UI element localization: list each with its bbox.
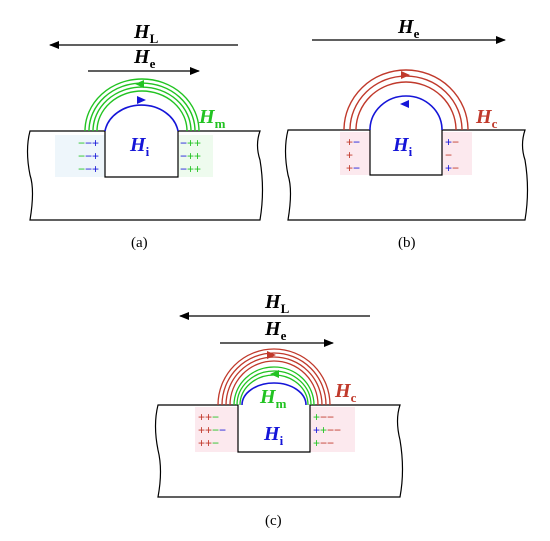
hi-label-b: Hi [392, 134, 413, 159]
panel-b: He Hc Hi +− + +− +− − +− (b) [284, 16, 529, 251]
tint-left-a [55, 135, 105, 177]
svg-text:+−: +− [346, 135, 360, 149]
sample-outline-b [284, 129, 529, 221]
svg-text:+−: +− [346, 161, 360, 175]
svg-text:−++: −++ [180, 162, 201, 176]
hl-label-a: HL [133, 21, 159, 46]
hc-arrow-b [401, 71, 410, 79]
hc-field-lines-c [217, 348, 331, 406]
panel-c: HL He Hc Hm Hi ++− ++−− ++− +−− ++−− +−−… [154, 291, 404, 529]
signs-right-a: −++ −++ −++ [180, 136, 201, 176]
svg-text:++−: ++− [198, 436, 219, 450]
signs-left-a: −−+ −−+ −−+ [78, 136, 99, 176]
tint-left-c [195, 407, 238, 452]
caption-a: (a) [131, 235, 148, 251]
hc-arrow-c [267, 351, 276, 359]
signs-right-c: +−− ++−− +−− [313, 410, 341, 450]
svg-text:+: + [346, 148, 353, 162]
caption-c: (c) [265, 513, 282, 529]
svg-text:−−+: −−+ [78, 136, 99, 150]
hi-arrow-b [400, 100, 409, 108]
tint-right-a [178, 135, 213, 177]
hi-field-line-a [104, 104, 179, 132]
svg-text:++−: ++− [198, 410, 219, 424]
svg-text:−++: −++ [180, 136, 201, 150]
svg-text:+−−: +−− [313, 436, 334, 450]
hc-label-b: Hc [475, 106, 498, 131]
svg-text:++−−: ++−− [313, 423, 341, 437]
hi-arrow-a [137, 96, 146, 104]
svg-text:++−−: ++−− [198, 423, 226, 437]
signs-left-c: ++− ++−− ++− [198, 410, 226, 450]
hi-field-line-c [241, 382, 307, 406]
hm-label-c: Hm [259, 386, 287, 411]
hm-label-a: Hm [198, 106, 226, 131]
svg-text:+−−: +−− [313, 410, 334, 424]
hc-field-lines-b [343, 69, 469, 131]
tint-left-b [340, 132, 370, 175]
svg-text:+−: +− [445, 161, 459, 175]
svg-text:−++: −++ [180, 149, 201, 163]
hi-label-c: Hi [263, 423, 284, 448]
sample-outline-c [154, 404, 404, 498]
he-label-c: He [264, 318, 287, 343]
hi-field-line-b [369, 95, 443, 131]
signs-right-b: +− − +− [445, 135, 459, 175]
hm-arrow-c [270, 370, 279, 378]
caption-b: (b) [398, 235, 416, 251]
tint-right-b [442, 132, 472, 175]
svg-text:+−: +− [445, 135, 459, 149]
svg-text:−−+: −−+ [78, 162, 99, 176]
he-label-b: He [397, 16, 420, 41]
signs-left-b: +− + +− [346, 135, 360, 175]
panel-a: HL He Hm Hi −−+ −−+ −−+ −++ −++ −++ (a) [26, 21, 264, 251]
hm-arrow-a [135, 80, 144, 88]
svg-text:−−+: −−+ [78, 149, 99, 163]
hc-label-c: Hc [334, 380, 357, 405]
tint-right-c [310, 407, 355, 452]
he-label-a: He [133, 46, 156, 71]
sample-outline-a [26, 130, 264, 221]
hi-label-a: Hi [129, 134, 150, 159]
hl-label-c: HL [264, 291, 290, 316]
svg-text:−: − [445, 148, 452, 162]
